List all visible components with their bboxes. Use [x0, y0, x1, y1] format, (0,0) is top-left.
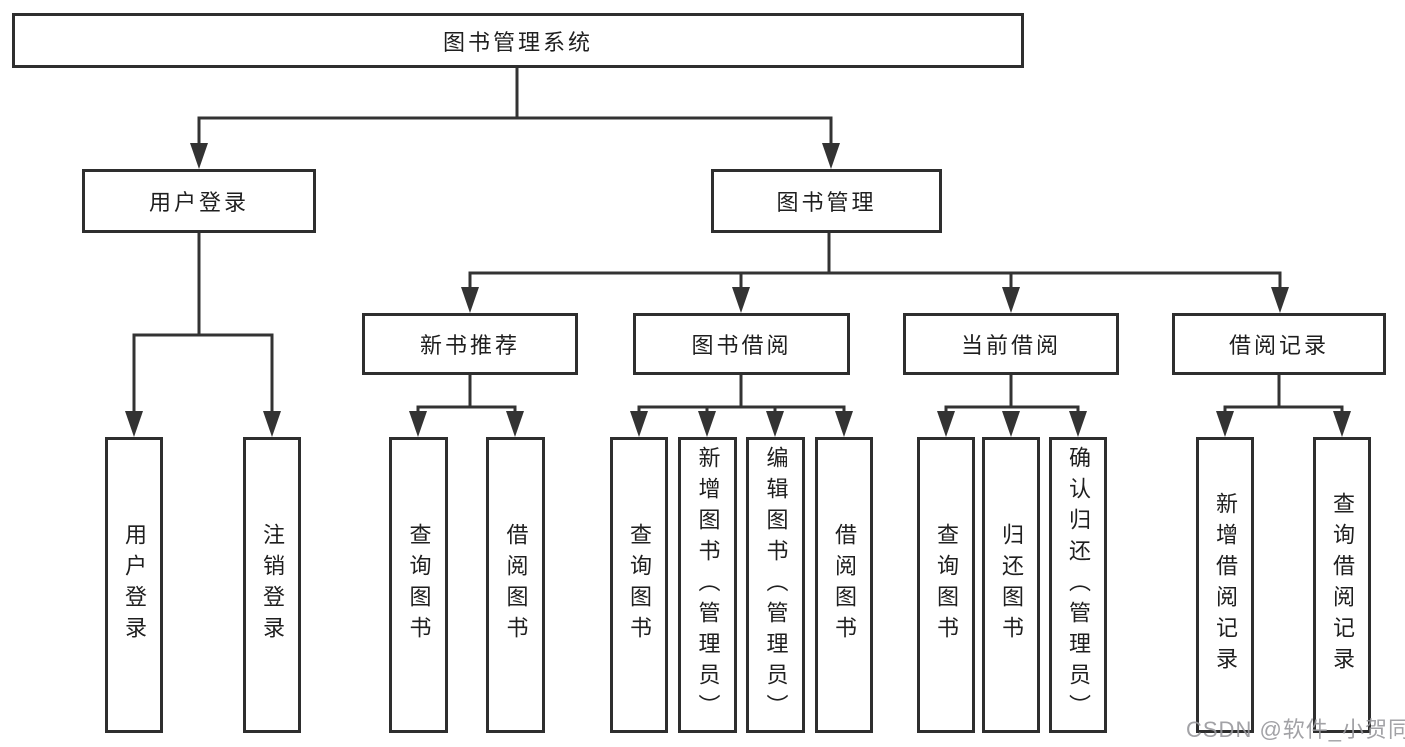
node-label: 查询图书: [934, 523, 959, 647]
node-label: 查询借阅记录: [1330, 492, 1355, 678]
arrow-down-icon: [937, 411, 955, 437]
node-label: 新书推荐: [419, 333, 520, 358]
csdn-watermark: CSDN @软件_小贺同学: [1186, 717, 1405, 742]
leaf-add-books-admin: 新增图书（管理员）: [678, 437, 737, 733]
arrow-down-icon: [125, 411, 143, 437]
node-label: 图书借阅: [691, 333, 792, 358]
leaf-borrow-books: 借阅图书: [486, 437, 545, 733]
leaf-edit-books-admin: 编辑图书（管理员）: [746, 437, 805, 733]
arrow-down-icon: [1216, 411, 1234, 437]
leaf-user-login: 用户登录: [105, 437, 163, 733]
arrow-down-icon: [190, 143, 208, 169]
node-label: 新增图书（管理员）: [695, 445, 721, 725]
arrow-down-icon: [461, 287, 479, 313]
node-label: 借阅图书: [503, 523, 529, 647]
arrow-down-icon: [1002, 411, 1020, 437]
node-label: 借阅图书: [832, 523, 857, 647]
arrow-down-icon: [766, 411, 784, 437]
leaf-query-books: 查询图书: [610, 437, 668, 733]
arrow-down-icon: [263, 411, 281, 437]
arrow-down-icon: [1333, 411, 1351, 437]
node-label: 用户登录: [148, 190, 249, 215]
node-book-management: 图书管理: [711, 169, 942, 233]
connector-arrows: [125, 143, 1351, 437]
node-current-borrow: 当前借阅: [903, 313, 1119, 375]
connector-lines: [132, 68, 1344, 416]
arrow-down-icon: [698, 411, 716, 437]
node-label: 图书管理系统: [442, 29, 593, 55]
arrow-down-icon: [835, 411, 853, 437]
node-label: 查询图书: [627, 523, 652, 647]
node-label: 当前借阅: [960, 333, 1061, 358]
arrow-down-icon: [732, 287, 750, 313]
leaf-query-borrow-record: 查询借阅记录: [1313, 437, 1371, 733]
arrow-down-icon: [630, 411, 648, 437]
node-label: 图书管理: [776, 190, 877, 215]
leaf-confirm-return-admin: 确认归还（管理员）: [1049, 437, 1107, 733]
node-borrow-records: 借阅记录: [1172, 313, 1386, 375]
node-label: 确认归还（管理员）: [1066, 445, 1091, 725]
leaf-query-books: 查询图书: [389, 437, 448, 733]
arrow-down-icon: [822, 143, 840, 169]
leaf-borrow-books: 借阅图书: [815, 437, 873, 733]
leaf-query-books: 查询图书: [917, 437, 975, 733]
node-library-management-system: 图书管理系统: [12, 13, 1024, 68]
node-label: 借阅记录: [1228, 333, 1329, 358]
node-label: 注销登录: [260, 523, 285, 647]
node-new-book-recommend: 新书推荐: [362, 313, 578, 375]
arrow-down-icon: [409, 411, 427, 437]
node-label: 查询图书: [406, 523, 432, 647]
arrow-down-icon: [506, 411, 524, 437]
node-book-borrow: 图书借阅: [633, 313, 850, 375]
arrow-down-icon: [1069, 411, 1087, 437]
leaf-logout: 注销登录: [243, 437, 301, 733]
arrow-down-icon: [1271, 287, 1289, 313]
arrow-down-icon: [1002, 287, 1020, 313]
node-label: 归还图书: [999, 523, 1024, 647]
node-label: 新增借阅记录: [1213, 492, 1238, 678]
node-label: 用户登录: [122, 523, 147, 647]
node-user-login: 用户登录: [82, 169, 316, 233]
leaf-return-books: 归还图书: [982, 437, 1040, 733]
leaf-add-borrow-record: 新增借阅记录: [1196, 437, 1254, 733]
node-label: 编辑图书（管理员）: [763, 445, 789, 725]
